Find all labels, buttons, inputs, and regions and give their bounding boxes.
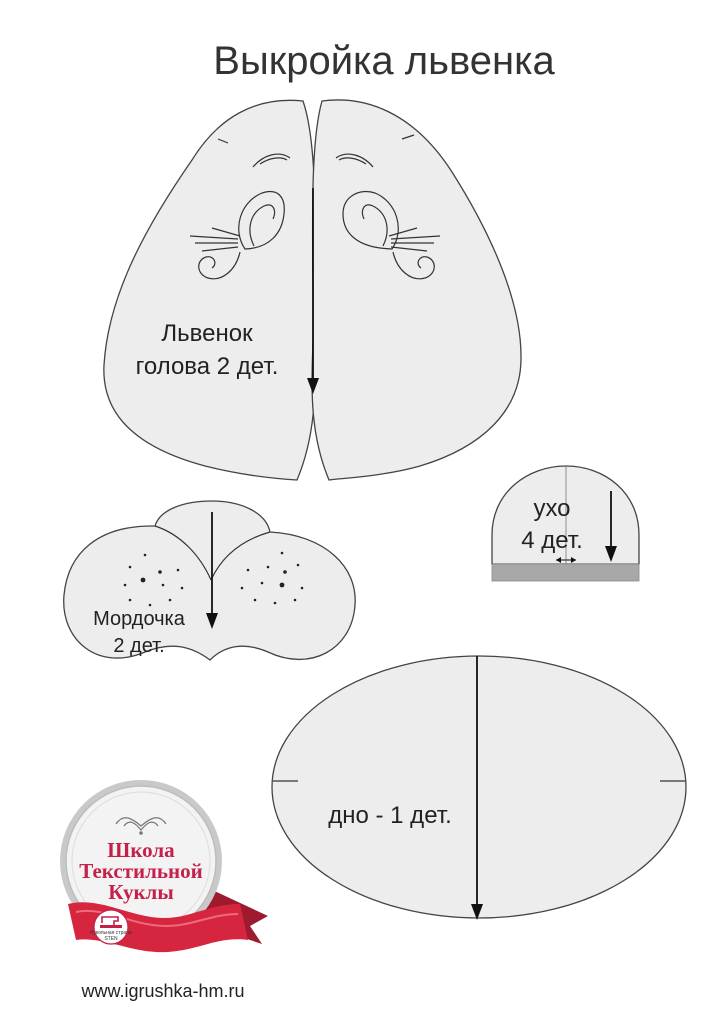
muzzle-dot (176, 568, 180, 572)
head-label-line2: голова 2 дет. (136, 353, 279, 380)
cheek-swirl-right (392, 251, 435, 280)
ear-width-arrow-right (571, 557, 576, 563)
muzzle-dot (260, 581, 264, 585)
logo-ornament-dot (139, 831, 143, 835)
eyebrow-left-inner (259, 157, 288, 165)
ear-piece: ухо 4 дет. (491, 465, 640, 582)
muzzle-dot (283, 570, 287, 574)
muzzle-piece: Мордочка 2 дет. (63, 500, 356, 661)
eye-right-lid (361, 204, 388, 247)
head-left-half (103, 99, 316, 481)
muzzle-arrowhead (206, 613, 218, 629)
muzzle-dot (279, 582, 285, 588)
head-notch-left (217, 138, 229, 144)
ear-label-line1: ухо (533, 495, 570, 522)
sewing-machine-icon (100, 916, 122, 928)
eye-right (342, 191, 399, 250)
logo-text-line1: Школа (107, 838, 175, 862)
muzzle-dot (293, 598, 297, 602)
head-notch-right (401, 134, 415, 140)
muzzle-dot (253, 598, 257, 602)
muzzle-dot (123, 583, 127, 587)
whisker-left-4 (211, 227, 241, 237)
head-right-half (311, 99, 522, 481)
logo-text-line2: Текстильной (79, 859, 202, 883)
website-url: www.igrushka-hm.ru (80, 981, 244, 1001)
eyebrow-right-inner (338, 157, 367, 165)
whisker-left-1 (189, 235, 239, 240)
ear-width-arrow-left (556, 557, 561, 563)
muzzle-dot (273, 601, 277, 605)
muzzle-outline (63, 500, 356, 661)
school-logo: Школа Текстильной Куклы Кукольная страна… (60, 780, 268, 953)
ear-label-line2: 4 дет. (521, 527, 583, 554)
muzzle-dot (143, 553, 147, 557)
bottom-label: дно - 1 дет. (328, 802, 452, 829)
eye-left-lid (249, 204, 276, 247)
left-face-features (189, 153, 291, 280)
muzzle-dot (128, 565, 132, 569)
whisker-right-3 (390, 246, 428, 252)
whisker-right-1 (390, 235, 441, 240)
muzzle-inner-right (210, 531, 271, 581)
logo-ribbon-highlight (75, 909, 239, 928)
head-piece: Львенок голова 2 дет. (103, 99, 522, 481)
muzzle-dot (280, 551, 284, 555)
cheek-swirl-left (198, 251, 241, 280)
logo-text-line3: Куклы (108, 880, 173, 904)
muzzle-dot (266, 565, 270, 569)
head-label-line1: Львенок (161, 320, 253, 347)
muzzle-label-line2: 2 дет. (113, 635, 164, 657)
muzzle-label-line1: Мордочка (93, 608, 186, 630)
muzzle-dots-left (123, 553, 184, 607)
whisker-left-3 (201, 246, 239, 252)
muzzle-dot (246, 568, 250, 572)
logo-small-line1: Кукольная страна (90, 930, 132, 936)
ear-fold-strip (491, 563, 640, 582)
bottom-oval (271, 655, 687, 919)
page-title: Выкройка львенка (213, 39, 555, 83)
muzzle-dots-right (240, 551, 304, 605)
muzzle-dot (240, 586, 244, 590)
eyebrow-right (335, 153, 374, 168)
logo-ornament-icon (115, 817, 167, 831)
ear-arrowhead (605, 546, 617, 562)
muzzle-dot (161, 583, 165, 587)
logo-small-line2: STEN (104, 936, 118, 942)
eyebrow-left (252, 153, 291, 168)
muzzle-dot (140, 577, 146, 583)
muzzle-dot (296, 563, 300, 567)
muzzle-dot (168, 598, 172, 602)
eye-left (238, 191, 285, 250)
right-face-features (335, 153, 441, 280)
bottom-piece: дно - 1 дет. (271, 655, 687, 920)
muzzle-dot (180, 586, 184, 590)
muzzle-inner-left (154, 525, 212, 581)
head-arrowhead (307, 378, 319, 394)
bottom-arrowhead (471, 904, 483, 920)
muzzle-dot (158, 570, 162, 574)
whisker-right-4 (388, 227, 418, 237)
muzzle-dot (300, 586, 304, 590)
muzzle-dot (148, 603, 152, 607)
muzzle-dot (128, 598, 132, 602)
